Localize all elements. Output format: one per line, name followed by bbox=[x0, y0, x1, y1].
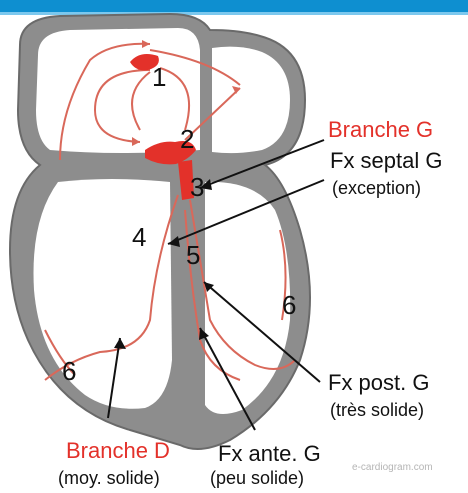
marker-6-left-ventricle: 6 bbox=[282, 290, 296, 321]
label-fx-ante-g: Fx ante. G bbox=[218, 441, 321, 467]
label-branche-g: Branche G bbox=[328, 117, 433, 143]
label-fx-septal-g: Fx septal G bbox=[330, 148, 442, 174]
marker-2: 2 bbox=[180, 124, 194, 155]
label-branche-d: Branche D bbox=[66, 438, 170, 464]
label-exception: (exception) bbox=[332, 178, 421, 199]
label-fx-post-g: Fx post. G bbox=[328, 370, 429, 396]
label-tres-solide: (très solide) bbox=[330, 400, 424, 421]
label-moy-solide: (moy. solide) bbox=[58, 468, 160, 489]
marker-3: 3 bbox=[190, 172, 204, 203]
label-peu-solide: (peu solide) bbox=[210, 468, 304, 489]
marker-5: 5 bbox=[186, 240, 200, 271]
marker-1: 1 bbox=[152, 62, 166, 93]
marker-6-right-ventricle: 6 bbox=[62, 356, 76, 387]
watermark: e-cardiogram.com bbox=[352, 462, 433, 473]
marker-4: 4 bbox=[132, 222, 146, 253]
